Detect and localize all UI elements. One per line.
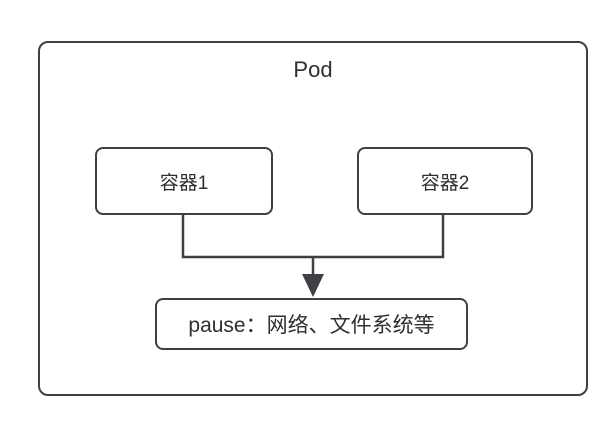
- pod-title: Pod: [293, 57, 333, 82]
- node-pause: pause：网络、文件系统等: [155, 298, 468, 350]
- node-container2-label: 容器2: [420, 172, 470, 194]
- node-container2: 容器2: [357, 147, 533, 215]
- node-container1-label: 容器1: [159, 172, 209, 194]
- node-pause-label: pause：网络、文件系统等: [188, 314, 435, 337]
- node-container1: 容器1: [95, 147, 273, 215]
